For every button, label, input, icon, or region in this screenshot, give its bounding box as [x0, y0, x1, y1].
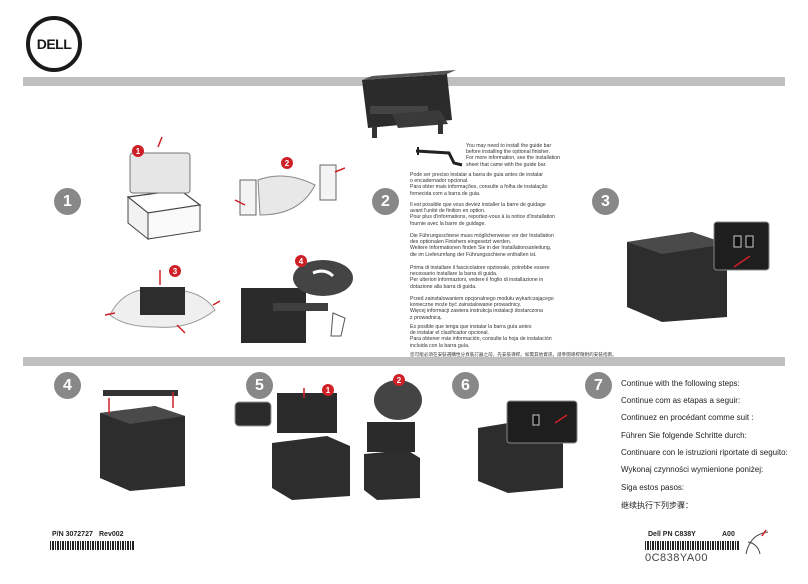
instruction-fr: Continuez en procédant comme suit :	[621, 413, 754, 422]
callout-number: 3	[172, 266, 178, 276]
instruction-de: Führen Sie folgende Schritte durch:	[621, 431, 747, 440]
instruction-pt: Continue com as etapas a seguir:	[621, 396, 741, 405]
attach-finisher-illustration	[234, 388, 350, 500]
callout-5-1: 1	[322, 384, 334, 396]
callout-number: 2	[396, 375, 402, 385]
step-6-badge: 6	[452, 372, 479, 399]
step-number: 2	[381, 192, 390, 210]
printer-power-off-illustration	[627, 221, 770, 322]
step-7-badge: 7	[585, 372, 612, 399]
barcode-left	[50, 541, 134, 550]
recycle-icon	[745, 529, 769, 555]
barcode-text: 0C838YA00	[645, 552, 709, 564]
step-4-badge: 4	[54, 372, 81, 399]
step-number: 5	[255, 376, 264, 394]
callout-4: 4	[295, 255, 307, 267]
callout-1: 1	[132, 145, 144, 157]
callout-number: 1	[135, 146, 141, 156]
guide-text-pt: Pode ser preciso instalar a barra de gui…	[410, 172, 548, 197]
step-number: 1	[63, 192, 72, 210]
remove-finisher-illustration	[105, 270, 220, 334]
step-number: 3	[601, 192, 610, 210]
guide-text-de: Die Führungsschiene muss möglicherweise …	[410, 233, 554, 258]
revision-code: A00	[722, 531, 735, 538]
callout-number: 1	[325, 385, 331, 395]
instruction-it: Continuare con le istruzioni riportate d…	[621, 448, 788, 457]
barcode-right	[645, 541, 740, 550]
guide-bar-icon	[415, 147, 463, 167]
step-number: 7	[594, 376, 603, 394]
step-number: 6	[461, 376, 470, 394]
step-2-badge: 2	[372, 188, 399, 215]
dell-part-number: Dell PN C838Y	[648, 531, 696, 538]
guide-text-es: Es posible que tenga que instalar la bar…	[410, 324, 552, 349]
step-5-badge: 5	[246, 372, 273, 399]
callout-number: 2	[284, 158, 290, 168]
step-3-badge: 3	[592, 188, 619, 215]
dell-logo: DELL	[26, 16, 82, 72]
remove-tape-illustration	[241, 260, 353, 343]
middle-band	[23, 357, 785, 366]
guide-text-fr: Il est possible que vous deviez installe…	[410, 202, 556, 227]
guide-text-it: Prima di installare il fascicolatore opz…	[410, 265, 550, 290]
remove-cover-illustration	[100, 390, 185, 491]
instruction-pl: Wykonaj czynności wymienione poniżej:	[621, 465, 764, 474]
instruction-en: Continue with the following steps:	[621, 379, 740, 388]
guide-text-en: You may need to install the guide bar be…	[466, 143, 560, 168]
packing-removal-illustration	[234, 164, 345, 216]
guide-text-pl: Przed zainstalowaniem opcjonalnego moduł…	[410, 296, 554, 321]
guide-text-zh: 您可能必須在安裝選購性分頁裝訂器之前，先安裝導桿。如需其他資訊，請參閱導桿隨附的…	[410, 352, 617, 357]
callout-2: 2	[281, 157, 293, 169]
secure-finisher-illustration	[364, 380, 422, 500]
step-number: 4	[63, 376, 72, 394]
printer-power-on-illustration	[478, 400, 578, 493]
callout-3: 3	[169, 265, 181, 277]
callout-5-2: 2	[393, 374, 405, 386]
revision: Rev002	[99, 531, 124, 538]
logo-text: DELL	[36, 36, 72, 52]
finisher-illustration	[362, 70, 456, 138]
step-1-badge: 1	[54, 188, 81, 215]
callout-number: 4	[298, 256, 304, 266]
part-number: P/N 3072727	[52, 531, 93, 538]
instruction-zh: 继续执行下列步骤：	[621, 501, 693, 510]
box-unpack-illustration	[126, 136, 202, 240]
instruction-es: Siga estos pasos:	[621, 483, 685, 492]
